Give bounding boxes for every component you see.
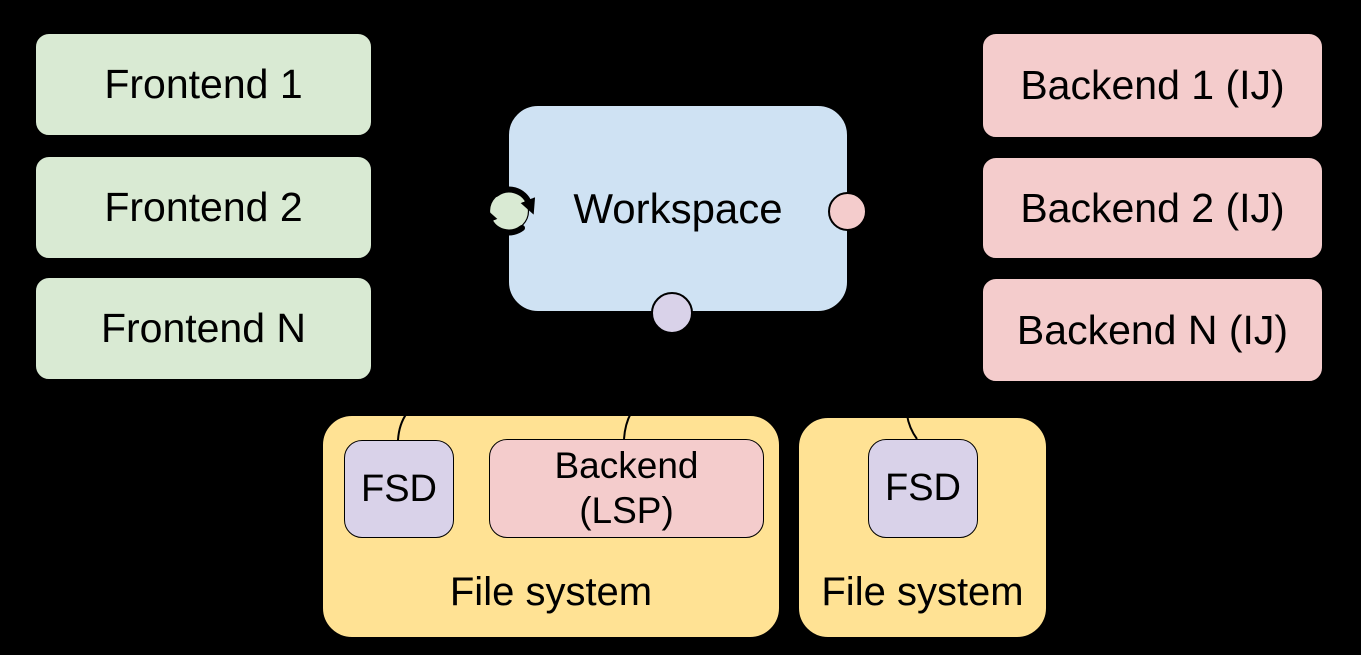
filesystem-2-label: File system (821, 570, 1024, 614)
frontend-2-node: Frontend 2 (35, 156, 372, 259)
backend-port (828, 192, 867, 231)
backend-2-label: Backend 2 (IJ) (1020, 184, 1285, 231)
workspace-node: Workspace (508, 105, 848, 312)
frontend-n-node: Frontend N (35, 277, 372, 380)
fsd-1-label: FSD (361, 467, 437, 510)
filesystem-1-label: File system (449, 570, 653, 614)
backend-n-label: Backend N (IJ) (1016, 306, 1289, 353)
backend-lsp-node: Backend (LSP) (489, 439, 764, 538)
fsd-2-label: FSD (885, 467, 961, 509)
filesystem-port (651, 292, 693, 334)
frontend-1-node: Frontend 1 (35, 33, 372, 136)
filesystem-2-node: FSD File system (798, 417, 1047, 638)
fsd-1-node: FSD (344, 440, 454, 538)
backend-1-node: Backend 1 (IJ) (982, 33, 1323, 138)
sync-arrow-top (493, 186, 536, 215)
frontend-n-label: Frontend N (100, 305, 307, 351)
backend-2-node: Backend 2 (IJ) (982, 157, 1323, 259)
filesystem-1-node: FSD Backend (LSP) File system (322, 415, 780, 638)
backend-lsp-label: Backend (LSP) (554, 445, 699, 531)
workspace-label: Workspace (573, 184, 783, 232)
backend-n-node: Backend N (IJ) (982, 278, 1323, 382)
frontend-1-label: Frontend 1 (104, 61, 303, 107)
backend-1-label: Backend 1 (IJ) (1020, 62, 1285, 108)
fsd-2-node: FSD (868, 439, 978, 538)
sync-arrow-bottom (482, 207, 525, 236)
sync-arrows-icon (482, 186, 536, 236)
frontend-2-label: Frontend 2 (104, 184, 303, 230)
